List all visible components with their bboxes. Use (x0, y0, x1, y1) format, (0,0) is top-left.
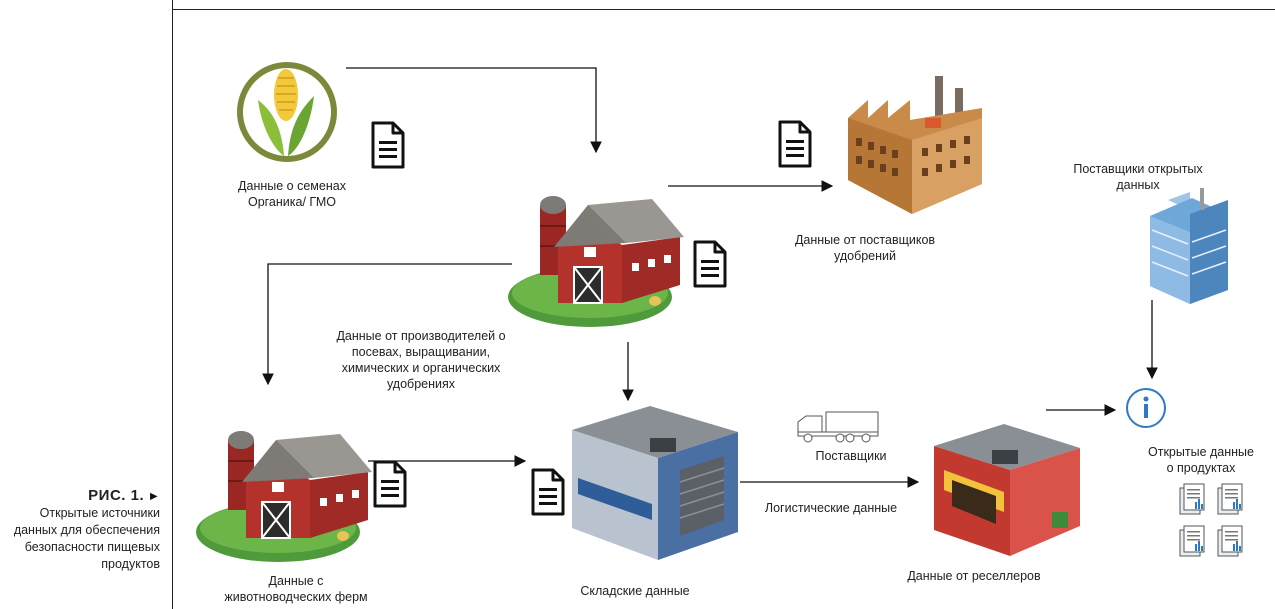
fertilizers-label: Данные от поставщиков удобрений (770, 232, 960, 264)
logistics-label: Логистические данные (764, 501, 898, 515)
store-icon (934, 424, 1080, 556)
warehouse-icon (572, 406, 738, 560)
caption-line: продуктов (101, 557, 160, 571)
factory-icon (848, 76, 982, 214)
arrow-farm-to-livestock (262, 263, 512, 386)
label-line: химических и органических (341, 361, 501, 375)
label-line: посевах, выращивании, (351, 345, 491, 359)
label-line: о продуктах (1166, 461, 1236, 475)
caption-line: безопасности пищевых (24, 540, 160, 554)
label-line: Данные от поставщиков (794, 233, 936, 247)
info-icon (1126, 388, 1166, 428)
label-line: удобрениях (386, 377, 456, 391)
livestock-label: Данные с животноводческих ферм (214, 573, 378, 605)
caption-heading-row: РИС. 1. ► (0, 487, 160, 505)
resellers-label: Данные от реселлеров (907, 569, 1041, 583)
office-building-icon (1150, 188, 1228, 304)
label-line: Поставщики открытых (1073, 162, 1203, 176)
seeds-label: Данные о семенах Органика/ ГМО (212, 178, 372, 210)
label-line: Открытые данные (1148, 445, 1254, 459)
document-icon (373, 460, 407, 508)
caption-line: данных для обеспечения (13, 523, 160, 537)
producers-label: Данные от производителей о посевах, выра… (306, 328, 536, 392)
report-chart-icon (1179, 483, 1205, 515)
frame-top-rule (172, 9, 1275, 10)
label-line: животноводческих ферм (224, 590, 368, 604)
document-icon (693, 240, 727, 288)
label-line: данных (1116, 178, 1160, 192)
caption-heading: РИС. 1. (88, 487, 145, 504)
warehouse-label: Складские данные (580, 584, 690, 598)
document-icon (371, 121, 405, 169)
suppliers-label: Поставщики (815, 449, 887, 463)
caption-line: Открытые источники (39, 506, 160, 520)
document-icon (778, 120, 812, 168)
product-data-label: Открытые данные о продуктах (1136, 444, 1266, 476)
label-line: Данные с (268, 574, 324, 588)
arrow-seeds-to-farm (346, 67, 602, 154)
barn-icon (195, 430, 373, 563)
label-line: Данные от производителей о (336, 329, 506, 343)
label-line: удобрений (833, 249, 896, 263)
caption-arrow-icon: ► (147, 489, 160, 503)
frame-left-rule (172, 0, 173, 609)
truck-icon (797, 411, 879, 443)
open-providers-label: Поставщики открытых данных (1050, 161, 1226, 193)
report-chart-icon (1217, 483, 1243, 515)
document-icon (531, 468, 565, 516)
label-line: Данные о семенах (238, 179, 346, 193)
corn-logo-icon (237, 62, 337, 162)
figure-caption: РИС. 1. ► Открытые источники данных для … (0, 487, 160, 573)
report-chart-icon (1217, 525, 1243, 557)
barn-icon (507, 195, 685, 328)
label-line: Органика/ ГМО (247, 195, 337, 209)
report-chart-icon (1179, 525, 1205, 557)
